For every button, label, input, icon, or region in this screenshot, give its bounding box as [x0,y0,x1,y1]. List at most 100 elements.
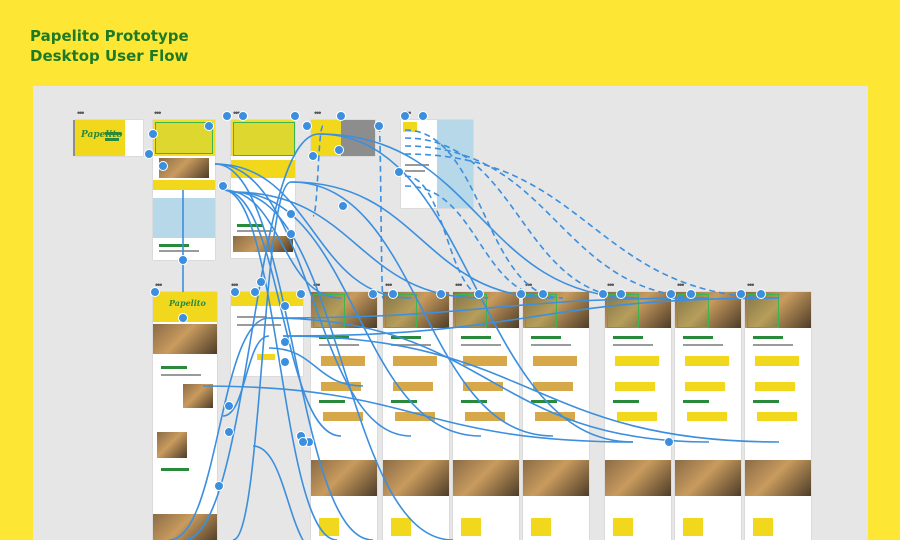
flow-link [232,191,454,540]
link-node-icon[interactable] [280,301,290,311]
artboard-menu-icon[interactable]: ••• [77,108,85,118]
link-node-icon[interactable] [144,149,154,159]
flow-link [202,385,634,443]
artboard-about[interactable]: Papelito [153,292,217,540]
artboard-product-1[interactable] [311,292,377,540]
flow-links [168,125,780,540]
link-node-icon[interactable] [224,401,234,411]
flow-link [232,181,292,540]
link-node-icon[interactable] [394,167,404,177]
artboard-menu-icon[interactable]: ••• [154,108,162,118]
link-node-icon[interactable] [250,287,260,297]
artboard-menu-icon[interactable]: ••• [155,280,163,290]
logo-text: Papelito [81,130,123,140]
link-node-icon[interactable] [214,481,224,491]
link-node-icon[interactable] [280,357,290,367]
link-node-icon[interactable] [336,111,346,121]
link-node-icon[interactable] [158,161,168,171]
link-node-icon[interactable] [218,181,228,191]
flow-link-dashed [404,129,564,299]
link-node-icon[interactable] [296,289,306,299]
link-node-icon[interactable] [308,151,318,161]
artboard-splash[interactable]: Papelito [75,120,143,156]
artboard-menu-icon[interactable]: ••• [233,108,241,118]
link-node-icon[interactable] [538,289,548,299]
artboard-menu-icon[interactable]: ••• [525,280,533,290]
flow-link [222,189,342,437]
link-node-icon[interactable] [280,337,290,347]
link-node-icon[interactable] [334,145,344,155]
link-node-icon[interactable] [150,287,160,297]
flow-link [290,181,554,437]
link-node-icon[interactable] [230,287,240,297]
artboard-product-7[interactable] [745,292,811,540]
link-node-icon[interactable] [222,111,232,121]
link-node-icon[interactable] [286,209,296,219]
flow-link [282,335,780,443]
link-node-icon[interactable] [256,277,266,287]
flow-link [318,133,640,299]
link-node-icon[interactable] [286,229,296,239]
artboard-menu-icon[interactable]: ••• [677,280,685,290]
link-node-icon[interactable] [204,121,214,131]
flow-link [290,181,554,299]
artboard-product-5[interactable] [605,292,671,540]
artboard-menu-icon[interactable]: ••• [313,280,321,290]
link-node-icon[interactable] [400,111,410,121]
flow-link-dashed [404,137,636,299]
prototype-canvas[interactable]: ••• Papelito ••• ••• ••• ••• ••• [33,86,868,540]
link-node-icon[interactable] [238,111,248,121]
title-line-2: Desktop User Flow [30,47,189,65]
artboard-menu-icon[interactable]: ••• [607,280,615,290]
artboard-menu-icon[interactable]: ••• [231,280,239,290]
link-node-icon[interactable] [666,289,676,299]
link-node-icon[interactable] [178,255,188,265]
artboard-store-locator[interactable] [401,120,473,208]
flow-link [214,163,412,437]
link-node-icon[interactable] [148,129,158,139]
link-node-icon[interactable] [290,111,300,121]
artboard-menu-icon[interactable]: ••• [314,108,322,118]
link-node-icon[interactable] [224,427,234,437]
link-node-icon[interactable] [616,289,626,299]
splash-edge [73,120,75,156]
flow-link [182,133,320,540]
flow-link [268,347,364,387]
flow-link [268,317,710,443]
hotspot[interactable] [747,294,779,328]
link-node-icon[interactable] [598,289,608,299]
flow-link [282,297,780,337]
flow-link [318,133,634,443]
logo-text: Papelito [169,298,206,308]
flow-link [168,317,270,540]
artboard-home[interactable] [153,120,215,260]
link-node-icon[interactable] [302,121,312,131]
link-node-icon[interactable] [736,289,746,299]
hotspot[interactable] [155,122,213,154]
flow-link [222,335,270,417]
hotspot[interactable] [385,294,417,328]
link-node-icon[interactable] [686,289,696,299]
artboard-menu-icon[interactable]: ••• [455,280,463,290]
flow-link [268,297,710,319]
link-node-icon[interactable] [756,289,766,299]
link-node-icon[interactable] [436,289,446,299]
link-node-icon[interactable] [474,289,484,299]
link-node-icon[interactable] [418,111,428,121]
flow-link [252,445,304,540]
artboard-menu-icon[interactable]: ••• [385,280,393,290]
flow-link-dashed [404,145,710,299]
artboard-menu-icon[interactable]: ••• [747,280,755,290]
link-node-icon[interactable] [374,121,384,131]
link-node-icon[interactable] [368,289,378,299]
title-line-1: Papelito Prototype [30,27,189,45]
link-node-icon[interactable] [338,201,348,211]
link-node-icon[interactable] [664,437,674,447]
link-node-icon[interactable] [388,289,398,299]
link-node-icon[interactable] [298,437,308,447]
artboard-product-6[interactable] [675,292,741,540]
artboard-product-4[interactable] [523,292,589,540]
link-node-icon[interactable] [178,313,188,323]
hotspot[interactable] [233,122,295,156]
link-node-icon[interactable] [516,289,526,299]
